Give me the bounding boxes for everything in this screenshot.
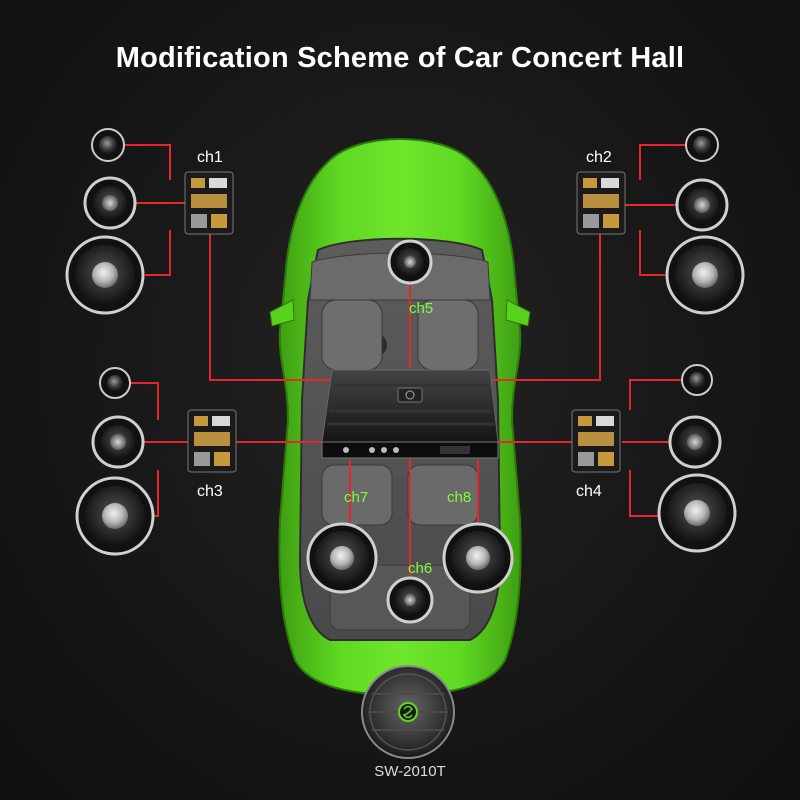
subwoofer-logo	[399, 703, 417, 721]
amplifier	[322, 370, 498, 458]
woofer-ch1	[67, 237, 143, 313]
midrange-ch4	[670, 417, 720, 467]
label-ch4: ch4	[576, 483, 602, 500]
speaker-ch5	[389, 241, 431, 283]
speaker-ch6	[388, 578, 432, 622]
wire-ch2-woofer	[640, 230, 665, 275]
label-ch8: ch8	[447, 489, 471, 506]
label-ch2: ch2	[586, 149, 612, 166]
tweeter-ch2	[686, 129, 718, 161]
speaker-ch7	[308, 524, 376, 592]
label-ch1: ch1	[197, 149, 223, 166]
woofer-ch2	[667, 237, 743, 313]
front-left-seat	[322, 300, 382, 370]
woofer-ch3	[77, 478, 153, 554]
tweeter-ch4	[682, 365, 712, 395]
wire-ch2-tweeter	[640, 145, 688, 180]
label-subwoofer: SW-2010T	[374, 763, 445, 780]
crossover-ch1	[185, 172, 233, 234]
wire-ch4-woofer	[630, 470, 660, 516]
label-ch6: ch6	[408, 560, 432, 577]
wire-ch1-tweeter	[123, 145, 170, 180]
wire-ch4-tweeter	[630, 380, 682, 410]
tweeter-ch1	[92, 129, 124, 161]
wire-ch1-woofer	[145, 230, 170, 275]
midrange-ch1	[85, 178, 135, 228]
label-ch5: ch5	[409, 300, 433, 317]
midrange-ch2	[677, 180, 727, 230]
label-ch7: ch7	[344, 489, 368, 506]
speaker-ch8	[444, 524, 512, 592]
label-ch3: ch3	[197, 483, 223, 500]
tweeter-ch3	[100, 368, 130, 398]
midrange-ch3	[93, 417, 143, 467]
crossover-ch2	[577, 172, 625, 234]
amplifier-top	[322, 370, 498, 442]
woofer-ch4	[659, 475, 735, 551]
subwoofer	[362, 666, 454, 758]
wire-ch3-tweeter	[130, 383, 158, 420]
crossover-ch3	[188, 410, 236, 472]
crossover-ch4	[572, 410, 620, 472]
